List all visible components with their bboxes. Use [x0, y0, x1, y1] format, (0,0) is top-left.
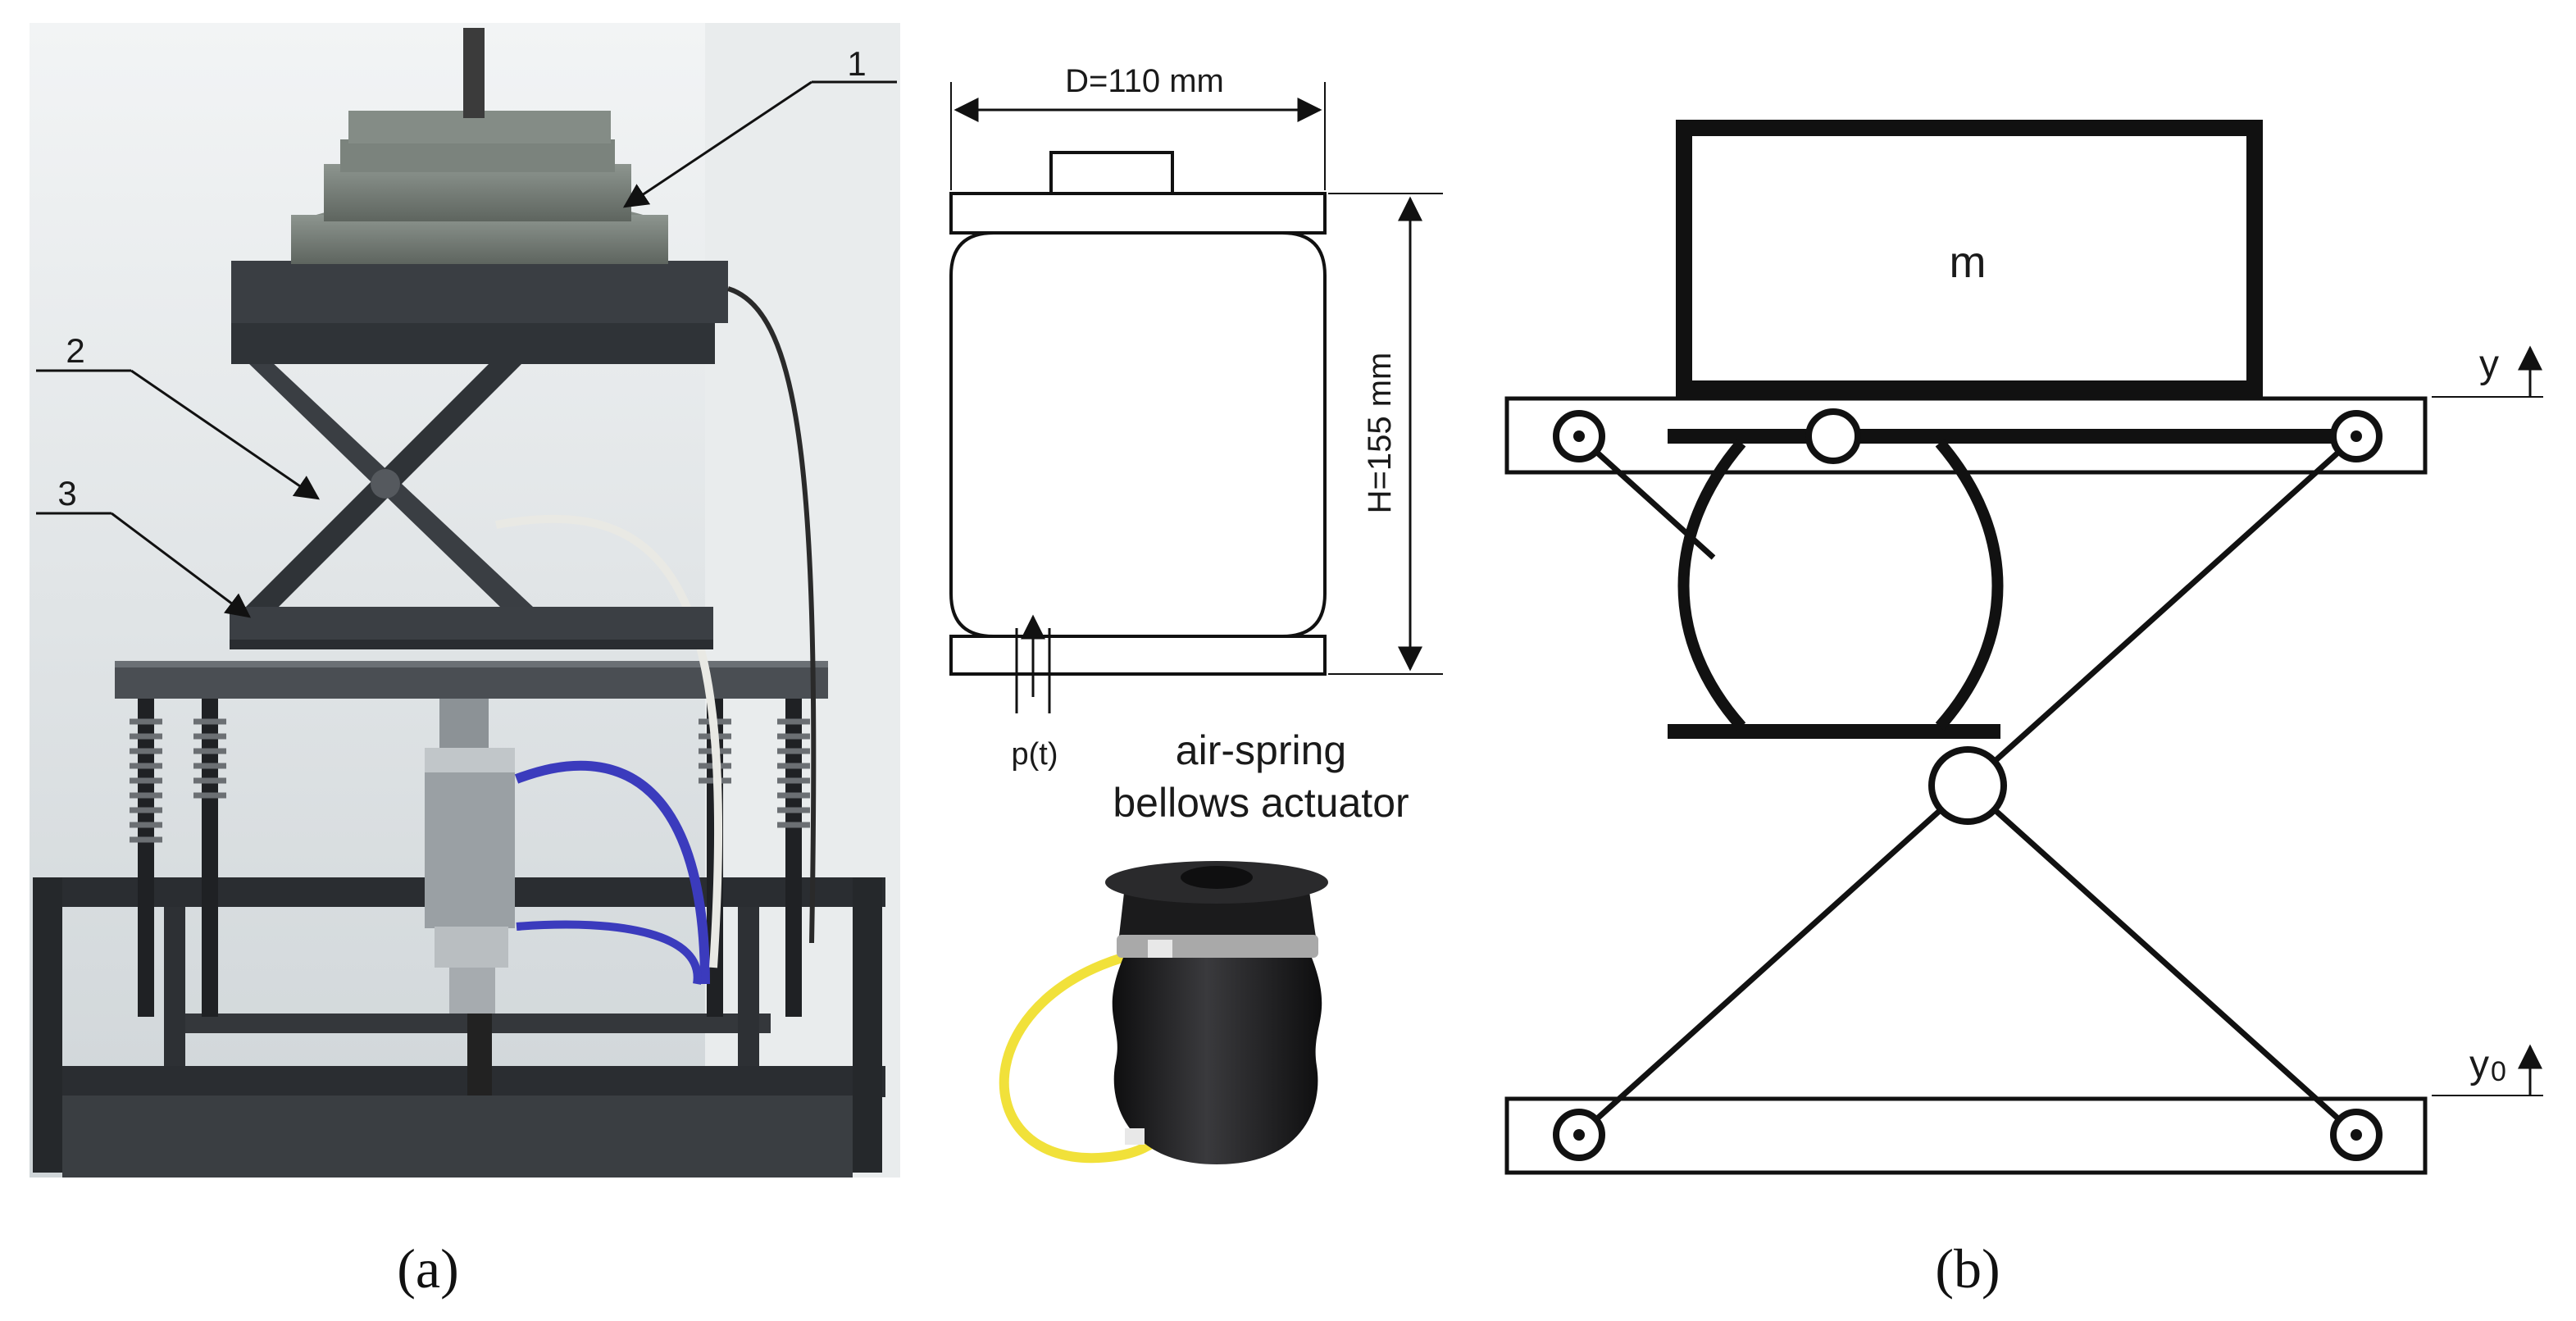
callout-1: 1: [622, 44, 897, 208]
mass-label: m: [1950, 238, 1987, 287]
actuator-label-line1: air-spring: [1176, 727, 1346, 773]
actuator-label-line2: bellows actuator: [1113, 780, 1409, 826]
scissor-links: [246, 361, 533, 607]
blue-hose: [514, 760, 710, 985]
upper-platform: [231, 261, 728, 323]
mass-block: [1676, 120, 2263, 397]
coordinate-y0: y 0: [2432, 1043, 2543, 1096]
scissor-center-joint: [1928, 746, 2007, 825]
callout-3-label: 3: [57, 474, 76, 512]
base-frame: [33, 877, 885, 1178]
caption-b: (b): [1935, 1237, 2000, 1300]
bellows-left-wall: [1677, 439, 1746, 731]
top-boss: [1049, 151, 1174, 195]
air-spring-drawing: D=110 mm H=155 mm p(t) air-spring bellow…: [949, 63, 1443, 826]
callout-3: 3: [36, 474, 251, 618]
bottom-plate: [949, 635, 1327, 676]
coordinate-y0-label: y: [2469, 1043, 2489, 1086]
coordinate-y: y: [2432, 343, 2543, 398]
pin-joints: [1553, 410, 2383, 1161]
bellows-photo: [999, 861, 1328, 1164]
scissor-arms: [1577, 434, 2359, 1137]
pressure-label: p(t): [1012, 737, 1058, 772]
clamp-ring: [1117, 935, 1318, 958]
height-label: H=155 mm: [1362, 353, 1398, 514]
coordinate-y-label: y: [2479, 343, 2499, 386]
panel-a-photo: 1 2 3: [30, 23, 900, 1178]
caption-a: (a): [397, 1237, 458, 1300]
rubber-bellows: [1112, 958, 1322, 1164]
yellow-hose: [999, 943, 1168, 1164]
bellows-outline: [949, 231, 1327, 638]
top-plate: [949, 192, 1327, 235]
callout-1-label: 1: [847, 44, 866, 83]
weight-stack: [291, 28, 668, 264]
hydraulic-actuator: [425, 699, 515, 1014]
base-platform-bar: [1504, 1096, 2428, 1175]
scissor-base-plate: [230, 607, 713, 643]
panel-b-scheme: m y: [1504, 120, 2543, 1175]
diameter-label: D=110 mm: [1065, 63, 1224, 99]
bellows-right-wall: [1935, 439, 2004, 731]
callout-2: 2: [36, 331, 321, 500]
coordinate-y0-subscript: 0: [2491, 1056, 2506, 1087]
callout-2-label: 2: [66, 331, 84, 370]
bellows-top-joint: [1805, 408, 1861, 464]
